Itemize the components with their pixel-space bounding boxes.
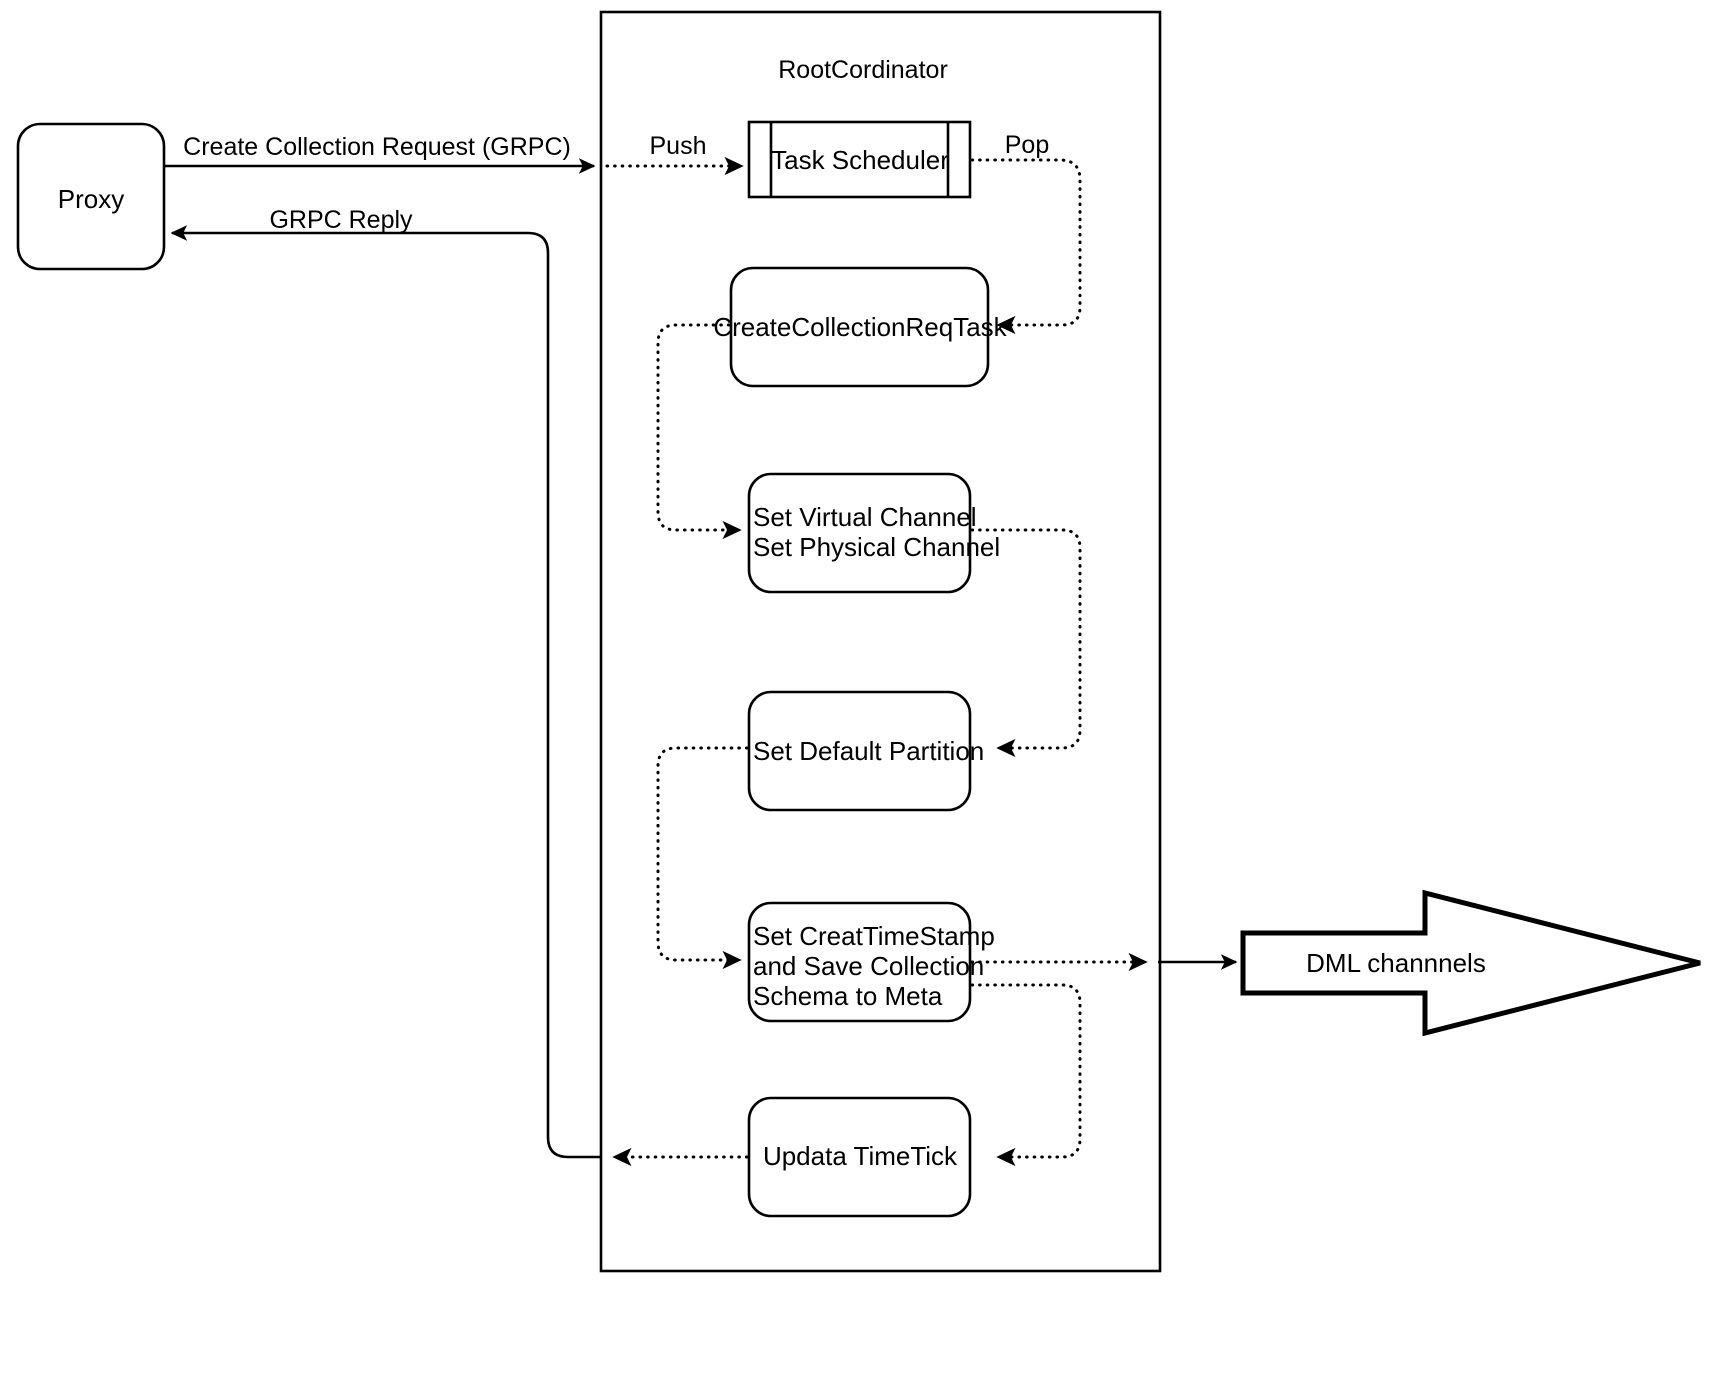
rootcoordinator-container — [599, 10, 1162, 1273]
edge-label-grpc-reply: GRPC Reply — [269, 206, 413, 234]
set-timestamp-label-line2: and Save Collection — [753, 951, 984, 981]
proxy-label: Proxy — [58, 184, 124, 214]
set-timestamp-node[interactable] — [747, 901, 972, 1023]
update-timetick-node[interactable] — [747, 1096, 972, 1218]
edge-label-create-collection-request: Create Collection Request (GRPC) — [183, 133, 571, 161]
set-timestamp-label-line1: Set CreatTimeStamp — [753, 921, 995, 951]
dml-channels-label: DML channnels — [1306, 948, 1486, 978]
set-timestamp-label-line3: Schema to Meta — [753, 981, 943, 1011]
edge-grpc-reply — [170, 225, 601, 1159]
dml-channels-arrow[interactable] — [1240, 889, 1701, 1037]
task-scheduler-label: Task Scheduler — [771, 145, 949, 175]
edge-label-push: Push — [650, 132, 707, 160]
set-default-partition-label: Set Default Partition — [753, 736, 984, 766]
task-scheduler-node[interactable] — [747, 120, 972, 199]
set-channel-label-line2: Set Physical Channel — [753, 532, 1000, 562]
rootcoordinator-label: RootCordinator — [778, 56, 948, 84]
create-collection-req-task-node[interactable] — [729, 266, 990, 388]
edge-timestamp-to-update-timetick — [970, 983, 1082, 1167]
create-collection-req-task-label: CreateCollectionReqTask — [713, 312, 1007, 342]
update-timetick-label: Updata TimeTick — [763, 1141, 958, 1171]
edge-label-pop: Pop — [1005, 131, 1049, 159]
set-channel-node[interactable] — [747, 472, 972, 594]
set-channel-label-line1: Set Virtual Channel — [753, 502, 977, 532]
proxy-node[interactable] — [16, 122, 166, 271]
edge-task-to-set-channel — [656, 323, 742, 540]
edge-pop — [970, 158, 1082, 335]
edge-default-partition-to-timestamp — [656, 746, 749, 970]
set-default-partition-node[interactable] — [747, 690, 972, 812]
edge-set-channel-to-default-partition — [970, 528, 1082, 758]
